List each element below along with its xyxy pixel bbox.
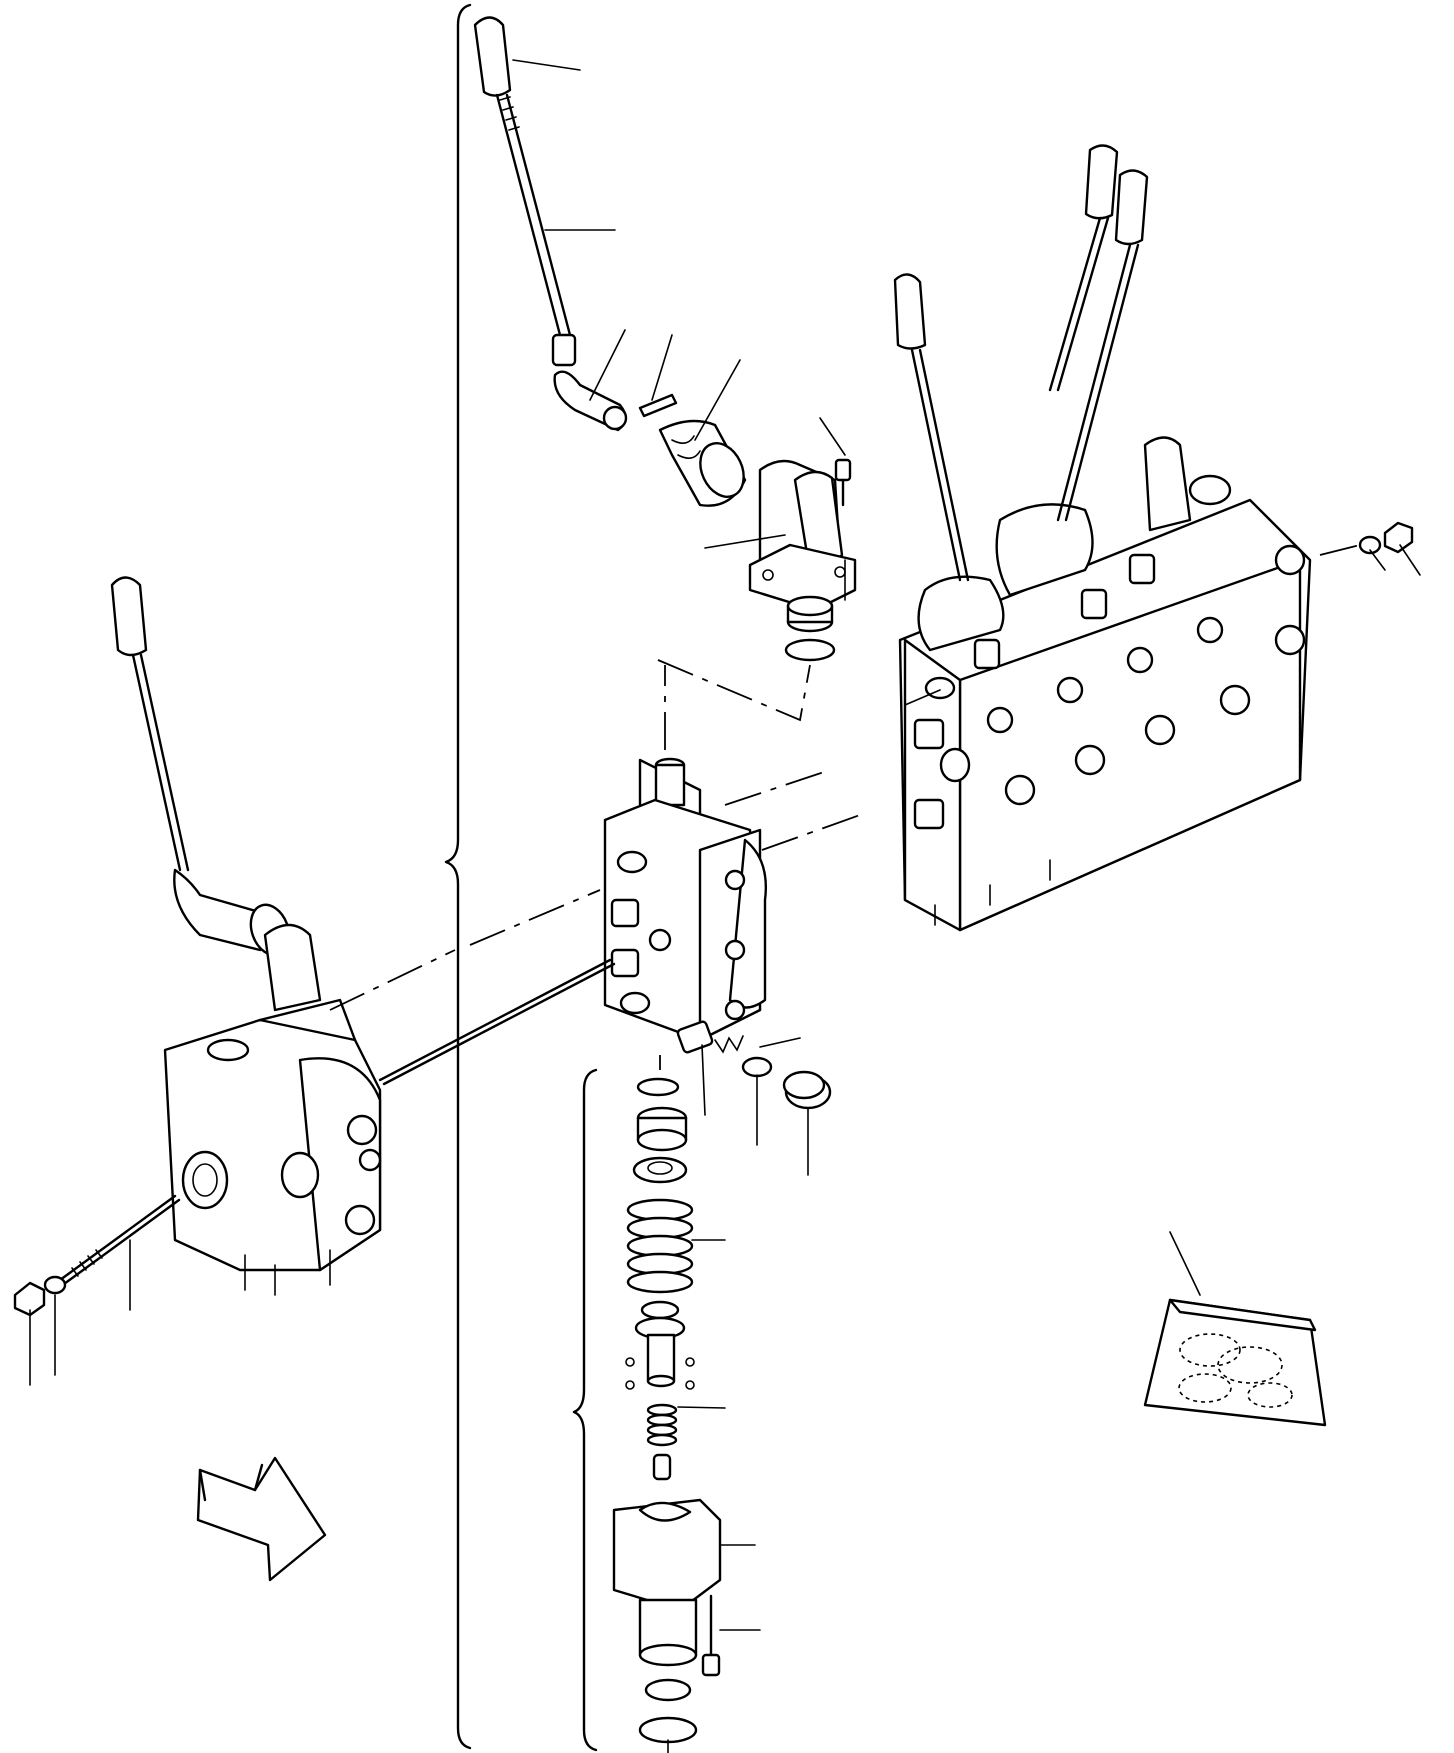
tie-rod-nut-washer [13,1275,67,1317]
pin [638,393,678,418]
valve-section-left [110,576,382,1296]
valve-bank-assembled [898,436,1312,932]
detent-balls [625,1357,695,1390]
seal-retainer [636,1106,688,1152]
lever-handle-right-3 [1056,169,1149,522]
centering-spring [626,1198,694,1294]
rubber-boot [658,419,747,507]
assembly-center-lines [329,544,1361,1070]
spring-seat-lower [634,1300,686,1388]
bolt-small-top [834,458,852,507]
tie-rod [58,958,616,1286]
o-ring-upper [636,1077,680,1097]
valve-section-central [603,757,767,1042]
detent-spring [646,1403,678,1447]
spool-kit-bracket [572,1068,598,1752]
callout-leader-lines [29,59,1421,1753]
direction-arrow-icon [196,1456,327,1582]
lever-handle-right-1 [893,273,970,582]
seal-and-o-ring-top [784,595,836,662]
spring-cup [632,1156,688,1184]
plug-cap [782,1070,832,1110]
nut-washer-right [1358,521,1414,555]
end-cap-housing [612,1498,722,1667]
lever-handle-top [473,16,572,337]
seal-kit-pouch [1143,1298,1327,1427]
lever-ball-joint [551,333,628,432]
detent-plunger [652,1453,672,1481]
lever-handle-right-2 [1048,144,1119,392]
snap-ring-lower [638,1678,698,1744]
assembly-bracket [444,3,472,1750]
lever-bracket-housing [748,459,857,612]
end-cap-bolt [701,1594,721,1677]
